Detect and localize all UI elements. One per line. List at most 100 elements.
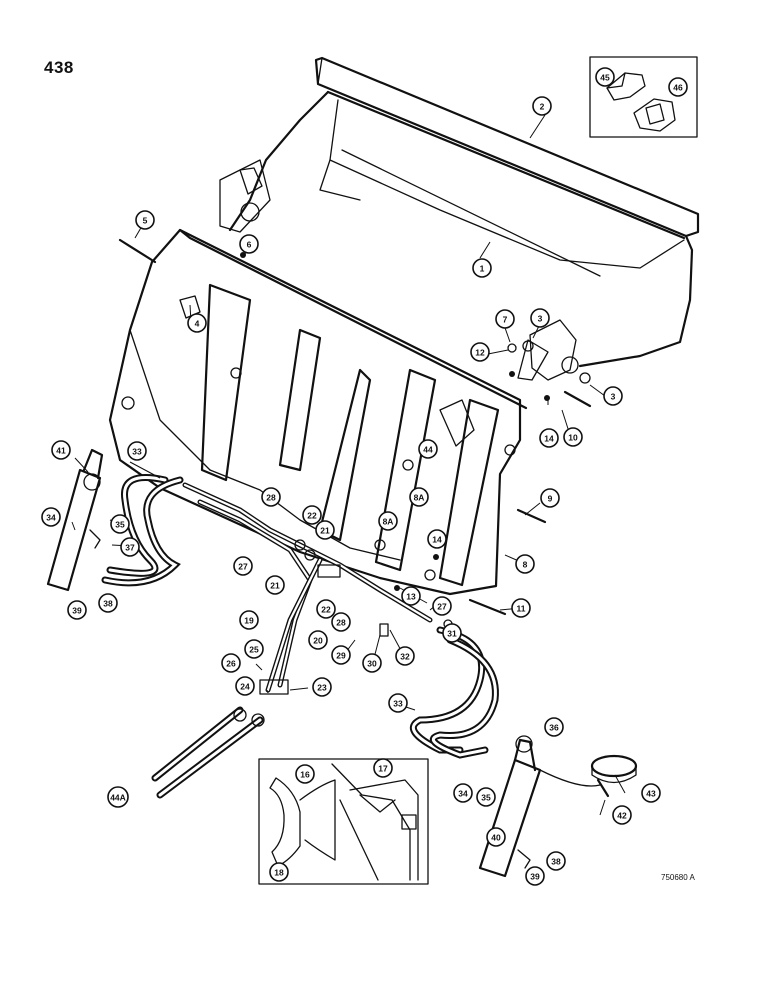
callout-34: 34: [41, 507, 61, 527]
hose-clamp: [590, 754, 638, 798]
callout-label: 45: [600, 73, 610, 83]
callout-label: 34: [46, 513, 56, 523]
callout-label: 32: [400, 652, 410, 662]
callout-label: 44A: [110, 793, 126, 803]
callout-label: 10: [568, 433, 578, 443]
callout-label: 4: [195, 319, 200, 329]
callout-label: 8A: [383, 517, 394, 527]
callout-37: 37: [120, 537, 140, 557]
callout-41: 41: [51, 440, 71, 460]
callout-label: 6: [247, 240, 252, 250]
callout-label: 1: [480, 264, 485, 274]
callout-label: 34: [458, 789, 468, 799]
callout-17: 17: [373, 758, 393, 778]
callout-33: 33: [127, 441, 147, 461]
loader-bucket: [108, 56, 700, 596]
callout-35: 35: [476, 787, 496, 807]
callout-34: 34: [453, 783, 473, 803]
callout-label: 35: [115, 520, 125, 530]
callout-33: 33: [388, 693, 408, 713]
callout-label: 38: [103, 599, 113, 609]
callout-6: 6: [239, 234, 259, 254]
callout-label: 40: [491, 833, 501, 843]
callout-12: 12: [470, 342, 490, 362]
callout-44: 44: [418, 439, 438, 459]
callout-11: 11: [511, 598, 531, 618]
callout-22: 22: [302, 505, 322, 525]
callout-39: 39: [525, 866, 545, 886]
callout-28: 28: [261, 487, 281, 507]
callout-9: 9: [540, 488, 560, 508]
callout-8a: 8A: [409, 487, 429, 507]
hydraulic-hoses: [101, 474, 499, 799]
callout-1: 1: [472, 258, 492, 278]
callout-label: 18: [274, 868, 284, 878]
callout-label: 19: [244, 616, 254, 626]
callout-43: 43: [641, 783, 661, 803]
callout-label: 23: [317, 683, 327, 693]
callout-label: 28: [266, 493, 276, 503]
callout-label: 33: [132, 447, 142, 457]
callout-28: 28: [331, 612, 351, 632]
callout-label: 44: [423, 445, 433, 455]
valve-fittings: [233, 539, 341, 727]
hydraulic-tubes: [182, 482, 433, 693]
callout-39: 39: [67, 600, 87, 620]
callout-label: 7: [503, 315, 508, 325]
callout-30: 30: [362, 653, 382, 673]
callout-label: 29: [336, 651, 346, 661]
callout-13: 13: [401, 586, 421, 606]
callout-29: 29: [331, 645, 351, 665]
callout-label: 41: [56, 446, 66, 456]
callout-26: 26: [221, 653, 241, 673]
callout-21: 21: [265, 575, 285, 595]
cutting-edge-detail-inset: [258, 758, 429, 885]
callout-label: 37: [125, 543, 135, 553]
callout-label: 3: [538, 314, 543, 324]
callout-label: 16: [300, 770, 310, 780]
callout-leaders: [71, 114, 626, 816]
callout-31: 31: [442, 623, 462, 643]
callout-42: 42: [612, 805, 632, 825]
callout-label: 35: [481, 793, 491, 803]
callout-46: 46: [668, 77, 688, 97]
callout-4: 4: [187, 313, 207, 333]
callout-label: 20: [313, 636, 323, 646]
callout-label: 26: [226, 659, 236, 669]
callout-3: 3: [530, 308, 550, 328]
callouts: 1233456788A8A910111213141416171819202121…: [41, 67, 688, 886]
callout-label: 8: [523, 560, 528, 570]
callout-27: 27: [233, 556, 253, 576]
wear-pad-inset: [589, 56, 698, 138]
callout-label: 46: [673, 83, 683, 93]
drawing-reference-code: 750680 A: [661, 873, 695, 882]
callout-label: 22: [321, 605, 331, 615]
callout-label: 43: [646, 789, 656, 799]
callout-24: 24: [235, 676, 255, 696]
callout-14: 14: [427, 529, 447, 549]
callout-22: 22: [316, 599, 336, 619]
callout-label: 21: [320, 526, 330, 536]
callout-label: 17: [378, 764, 388, 774]
callout-label: 27: [437, 602, 447, 612]
callout-label: 30: [367, 659, 377, 669]
callout-5: 5: [135, 210, 155, 230]
callout-label: 14: [432, 535, 442, 545]
callout-label: 11: [517, 604, 526, 614]
callout-label: 2: [540, 102, 545, 112]
callout-14: 14: [539, 428, 559, 448]
callout-8a: 8A: [378, 511, 398, 531]
callout-label: 36: [549, 723, 559, 733]
callout-label: 28: [336, 618, 346, 628]
callout-label: 39: [72, 606, 82, 616]
callout-label: 22: [307, 511, 317, 521]
callout-38: 38: [546, 851, 566, 871]
callout-7: 7: [495, 309, 515, 329]
callout-35: 35: [110, 514, 130, 534]
callout-44a: 44A: [107, 786, 129, 808]
callout-8: 8: [515, 554, 535, 574]
callout-label: 38: [551, 857, 561, 867]
callout-label: 31: [447, 629, 457, 639]
callout-label: 24: [240, 682, 250, 692]
